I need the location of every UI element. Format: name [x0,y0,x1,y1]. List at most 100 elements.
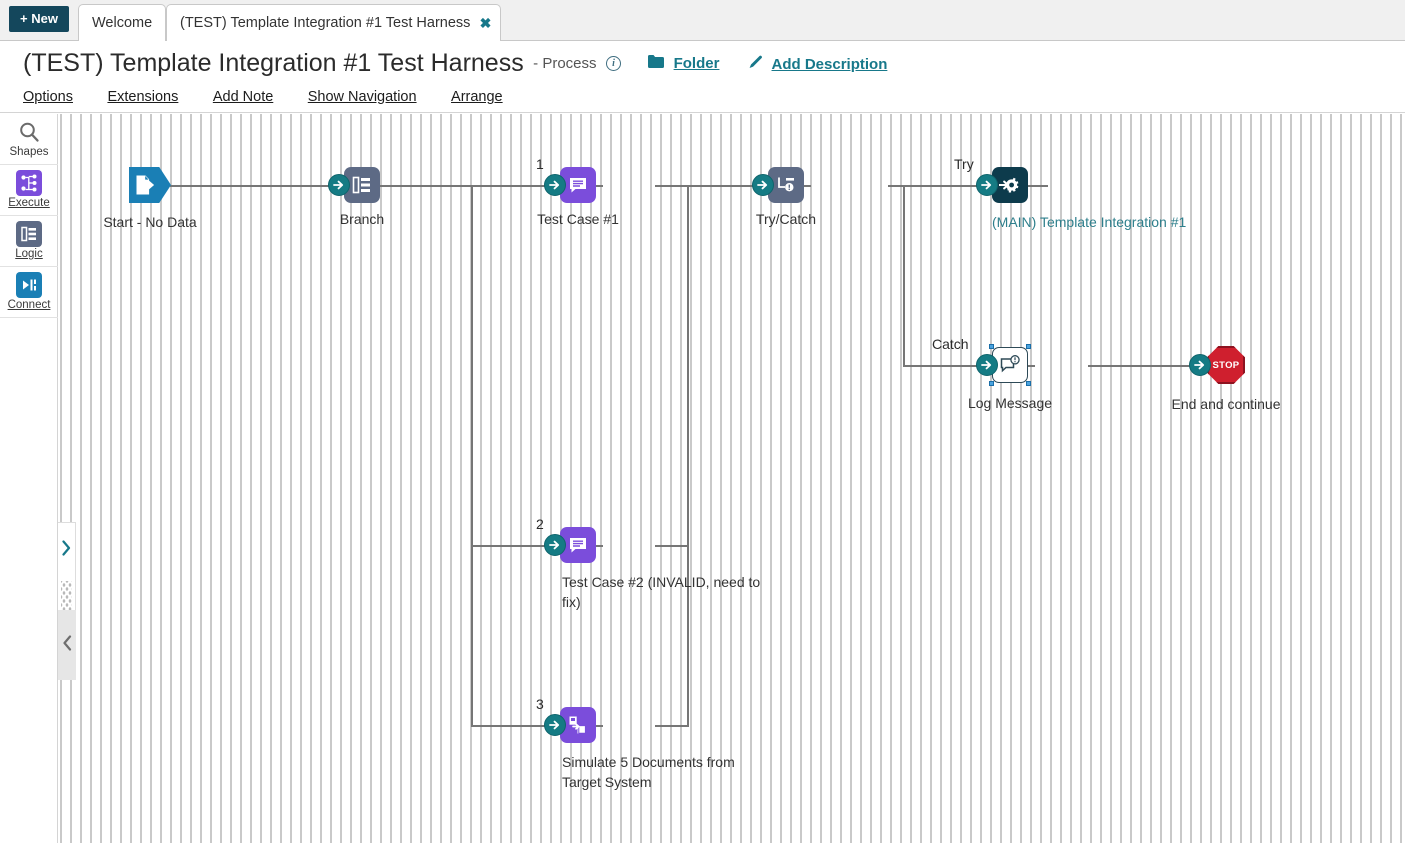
stop-icon: STOP [1207,346,1245,384]
branch-icon [344,167,380,203]
search-icon [16,119,42,145]
start-document-icon [129,167,171,203]
branch-label-3: 3 [536,696,544,712]
node-branch-label: Branch [339,211,385,227]
connect-icon [16,272,42,298]
edge-branch-to-case2 [471,545,603,547]
edge-case3-merge [655,725,689,727]
collapse-panel-button[interactable] [58,610,76,680]
node-test-case-1[interactable]: Test Case #1 [537,167,619,227]
node-log-message-label: Log Message [967,395,1053,411]
rail-item-execute-label: Execute [8,197,50,209]
node-main-template-integration-label[interactable]: (MAIN) Template Integration #1 [992,214,1187,230]
catch-label: Catch [932,336,969,352]
page-header: (TEST) Template Integration #1 Test Harn… [0,41,1405,113]
selection-handle-tr[interactable] [1026,344,1031,349]
node-try-catch[interactable]: Try/Catch [752,167,816,227]
menu-item-arrange[interactable]: Arrange [451,89,503,105]
node-test-case-1-label: Test Case #1 [537,211,619,227]
connector-arrow-case2[interactable] [544,534,566,556]
connector-arrow-branch[interactable] [328,174,350,196]
header-menu: Options Extensions Add Note Show Navigat… [23,88,533,106]
tab-test-harness[interactable]: (TEST) Template Integration #1 Test Harn… [166,4,502,41]
node-main-template-integration[interactable]: (MAIN) Template Integration #1 [976,167,1186,230]
selection-handle-bl[interactable] [989,381,994,386]
connector-arrow-main[interactable] [976,174,998,196]
menu-item-show-navigation[interactable]: Show Navigation [307,89,417,105]
branch-label-1: 1 [536,156,544,172]
folder-link[interactable]: Folder [648,55,719,72]
edge-case2-merge [655,545,689,547]
tab-welcome-label: Welcome [92,15,153,31]
edge-catch-branch [903,365,1035,367]
node-start-label: Start - No Data [103,214,197,230]
folder-link-label: Folder [673,55,720,72]
menu-item-extensions[interactable]: Extensions [107,89,179,105]
try-label: Try [954,156,974,172]
node-test-case-2[interactable]: Test Case #2 (INVALID, need to fix) [544,527,760,610]
page-subtype-label: - Process [533,55,597,72]
selection-handle-tl[interactable] [989,344,994,349]
tool-rail: Shapes Execute Logic [0,114,58,843]
close-icon[interactable]: ✖ [479,15,492,31]
chevron-left-icon [62,634,72,656]
log-message-icon [992,347,1028,383]
edge-start-branch [170,185,386,187]
edge-trycatch-split [888,185,1048,187]
rail-item-connect-label: Connect [7,299,51,311]
connector-arrow-trycatch[interactable] [752,174,774,196]
node-simulate-documents-label: Simulate 5 Documents from Target System [562,754,735,790]
rail-item-shapes[interactable]: Shapes [0,114,58,165]
info-icon[interactable]: i [605,56,621,71]
edge-trycatch-spine [903,185,905,366]
node-simulate-documents[interactable]: Simulate 5 Documents from Target System [544,707,735,790]
expand-panel-button[interactable] [58,522,76,578]
connector-arrow-case1[interactable] [544,174,566,196]
node-end-and-continue-label: End and continue [1171,396,1281,412]
execute-icon [16,170,42,196]
menu-item-options[interactable]: Options [23,89,73,105]
connector-arrow-end[interactable] [1189,354,1211,376]
edge-merge-trycatch [687,185,811,187]
connector-arrow-simulate[interactable] [544,714,566,736]
tab-welcome[interactable]: Welcome [78,4,167,41]
connector-arrow-logmessage[interactable] [976,354,998,376]
chevron-right-icon [62,539,71,561]
pencil-icon [747,55,763,73]
edge-branch-merge-spine [687,185,689,726]
rail-item-execute[interactable]: Execute [0,165,58,216]
node-test-case-2-label: Test Case #2 (INVALID, need to fix) [562,574,761,610]
edge-logmsg-end [1088,365,1243,367]
title-row: (TEST) Template Integration #1 Test Harn… [23,49,887,78]
tab-bar: + New Welcome (TEST) Template Integratio… [0,0,1405,41]
folder-icon [648,55,665,72]
stop-glyph: STOP [1212,359,1240,371]
edge-case1-merge [655,185,689,187]
branch-label-2: 2 [536,516,544,532]
process-canvas[interactable]: 1 2 3 Try Catch Start - No Data Branch [58,114,1405,843]
message-icon [560,167,596,203]
page-title: (TEST) Template Integration #1 Test Harn… [23,49,524,77]
edge-branch-split [383,185,473,187]
try-catch-icon [768,167,804,203]
node-try-catch-label: Try/Catch [755,211,817,227]
rail-item-connect[interactable]: Connect [0,267,58,318]
new-button[interactable]: + New [9,6,69,32]
add-description-label: Add Description [771,55,888,73]
add-description-link[interactable]: Add Description [747,55,887,73]
edge-branch-to-case1 [471,185,603,187]
rail-item-logic-label: Logic [15,248,43,260]
selection-handle-br[interactable] [1026,381,1031,386]
rail-item-logic[interactable]: Logic [0,216,58,267]
node-branch[interactable]: Branch [328,167,384,227]
logic-icon [16,221,42,247]
menu-item-add-note[interactable]: Add Note [212,89,274,105]
node-log-message[interactable]: Log Message [968,344,1052,411]
rail-item-shapes-label: Shapes [9,146,49,158]
process-gear-icon [992,167,1028,203]
edge-branch-spine [471,185,473,726]
node-end-and-continue[interactable]: STOP End and continue [1172,346,1280,412]
documents-icon [560,707,596,743]
edge-branch-to-case3 [471,725,603,727]
node-start[interactable]: Start - No Data [103,167,197,230]
